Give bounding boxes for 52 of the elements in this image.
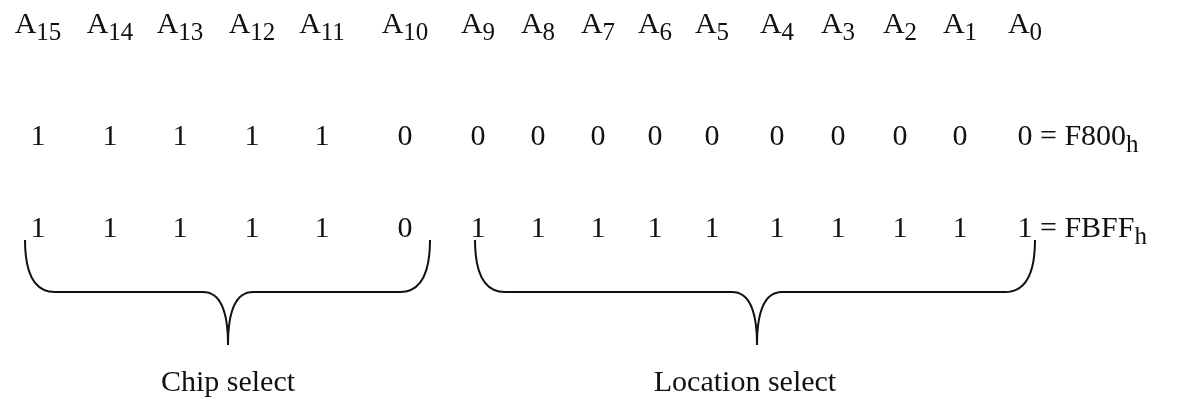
bit-value: 0 <box>704 118 720 152</box>
bit-value: 0 <box>769 118 785 152</box>
bit-value: 1 <box>30 210 46 244</box>
bit-value: 0 <box>892 118 908 152</box>
address-line-label: A$_{10}$ <box>381 6 429 47</box>
bit-value: 0 <box>952 118 968 152</box>
hex-value: = F800$_{h}$ <box>1040 118 1139 159</box>
bit-value: 0 <box>397 210 413 244</box>
address-line-label: A$_{9}$ <box>460 6 496 47</box>
group-label: Chip select <box>160 364 296 398</box>
bit-value: 1 <box>244 210 260 244</box>
address-line-label: A$_{11}$ <box>299 6 345 47</box>
bit-value: 1 <box>172 118 188 152</box>
address-line-label: A$_{7}$ <box>580 6 616 47</box>
address-line-label: A$_{5}$ <box>694 6 730 47</box>
bit-value: 1 <box>590 210 606 244</box>
bit-value: 1 <box>172 210 188 244</box>
bit-value: 0 <box>590 118 606 152</box>
bit-value: 1 <box>102 118 118 152</box>
bit-value: 1 <box>892 210 908 244</box>
bit-value: 1 <box>769 210 785 244</box>
bit-value: 1 <box>530 210 546 244</box>
bit-value: 1 <box>470 210 486 244</box>
bit-value: 1 <box>952 210 968 244</box>
bit-value: 1 <box>314 210 330 244</box>
bit-value: 1 <box>30 118 46 152</box>
bit-value: 1 <box>314 118 330 152</box>
address-line-label: A$_{3}$ <box>820 6 856 47</box>
bit-value: 1 <box>704 210 720 244</box>
address-line-label: A$_{13}$ <box>156 6 204 47</box>
bit-value: 1 <box>1017 210 1033 244</box>
address-line-label: A$_{15}$ <box>14 6 62 47</box>
address-line-label: A$_{6}$ <box>637 6 673 47</box>
bit-value: 0 <box>1017 118 1033 152</box>
bit-value: 0 <box>530 118 546 152</box>
address-line-label: A$_{14}$ <box>86 6 134 47</box>
bit-value: 0 <box>647 118 663 152</box>
bit-value: 1 <box>647 210 663 244</box>
address-line-label: A$_{0}$ <box>1007 6 1043 47</box>
address-line-label: A$_{4}$ <box>759 6 795 47</box>
group-label: Location select <box>653 364 837 398</box>
bit-value: 1 <box>830 210 846 244</box>
address-line-label: A$_{8}$ <box>520 6 556 47</box>
bit-value: 0 <box>830 118 846 152</box>
hex-value: = FBFF$_{h}$ <box>1040 210 1147 251</box>
address-line-label: A$_{12}$ <box>228 6 276 47</box>
address-line-label: A$_{1}$ <box>942 6 978 47</box>
bit-value: 1 <box>102 210 118 244</box>
bit-value: 1 <box>244 118 260 152</box>
bit-value: 0 <box>470 118 486 152</box>
address-line-label: A$_{2}$ <box>882 6 918 47</box>
bit-value: 0 <box>397 118 413 152</box>
